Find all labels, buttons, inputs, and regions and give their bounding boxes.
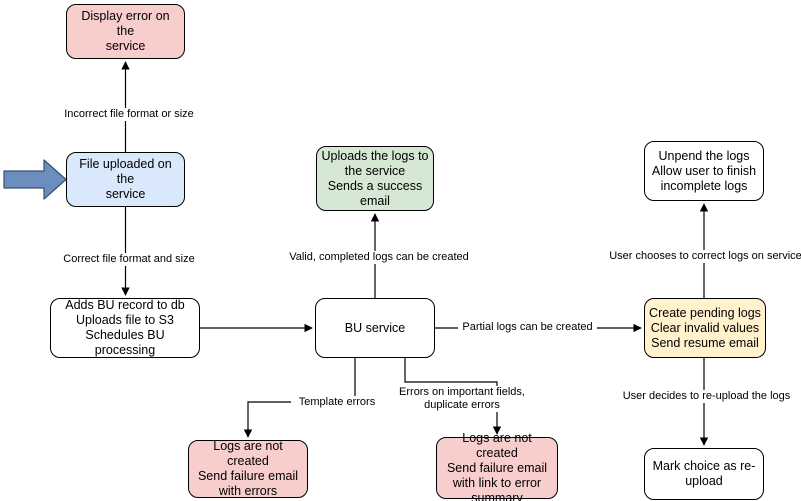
node-adds-bu-record[interactable]: Adds BU record to db Uploads file to S3 … [50,298,200,358]
node-bu-service[interactable]: BU service [315,298,435,358]
edge-label-errors-important-fields: Errors on important fields, duplicate er… [392,386,532,412]
edge-label-correct-file-format: Correct file format and size [58,253,200,266]
node-create-pending-logs[interactable]: Create pending logs Clear invalid values… [644,298,766,358]
edge-label-incorrect-file-format: Incorrect file format or size [56,108,202,121]
node-file-uploaded-on-service[interactable]: File uploaded on the service [66,152,185,207]
start-arrow-icon [3,159,67,200]
edge-label-user-corrects-logs: User chooses to correct logs on service [606,250,801,263]
node-unpend-the-logs[interactable]: Unpend the logs Allow user to finish inc… [644,141,764,201]
edge-label-user-decides-reupload: User decides to re-upload the logs [619,390,794,403]
edge-label-template-errors: Template errors [291,396,383,409]
node-display-error[interactable]: Display error on the service [66,4,185,59]
node-logs-not-created-with-errors[interactable]: Logs are not created Send failure email … [188,439,308,498]
node-mark-choice-as-reupload[interactable]: Mark choice as re- upload [644,448,764,500]
edge-label-valid-completed-logs: Valid, completed logs can be created [284,251,474,264]
node-uploads-logs-success[interactable]: Uploads the logs to the service Sends a … [316,146,434,211]
node-logs-not-created-error-summary[interactable]: Logs are not created Send failure email … [436,431,558,501]
edge-label-partial-logs: Partial logs can be created [458,321,597,334]
